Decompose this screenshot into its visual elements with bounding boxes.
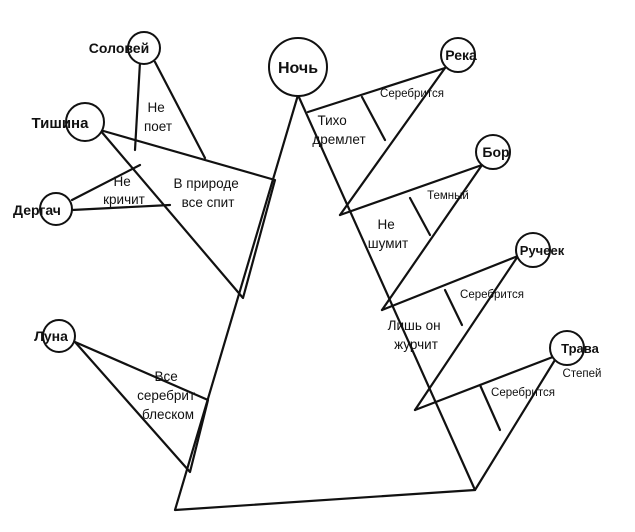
- branch-dergach-top: [70, 163, 142, 202]
- label-ne-krichit: Не кричит: [103, 174, 145, 207]
- node-bor-circle: [475, 134, 511, 170]
- branch-dergach-bottom: [70, 203, 172, 212]
- label-temny: Темный: [427, 190, 469, 202]
- node-luna-circle: [42, 319, 76, 353]
- node-luna: Луна: [34, 328, 68, 344]
- node-tishina: Тишина: [32, 115, 90, 132]
- branch-solovey-left: [133, 60, 142, 152]
- branch-ruchey-tick: [443, 288, 464, 327]
- branch-trava-side: [473, 353, 560, 492]
- label-ne-shumit: Не шумит: [368, 217, 408, 251]
- branch-ruchey-main: [380, 254, 520, 312]
- label-serebritsya-trava: Серебрится: [491, 387, 555, 399]
- label-stepey: Степей: [563, 368, 602, 380]
- node-solovey-circle: [127, 31, 161, 65]
- node-tishina-circle: [65, 102, 105, 142]
- node-trava: Трава: [561, 341, 599, 356]
- node-ruchey-circle: [515, 232, 551, 268]
- branch-reka-side: [338, 66, 447, 217]
- node-reka: Река: [445, 47, 477, 63]
- label-vse-serebrit: Все серебрит блеском: [137, 369, 199, 422]
- node-dergach-circle: [39, 192, 73, 226]
- branch-solovey-right: [153, 60, 207, 160]
- node-trava-circle: [549, 330, 585, 366]
- branch-tishina: [98, 128, 277, 300]
- label-tikho-dremlet: Тихо дремлет: [312, 113, 365, 147]
- node-ruchey: Ручеек: [520, 243, 565, 258]
- label-serebritsya-reka: Серебрится: [380, 88, 444, 100]
- branch-ruchey-side: [413, 254, 520, 412]
- node-noch: Ночь: [278, 60, 318, 77]
- label-serebritsya-ruchey: Серебрится: [460, 289, 524, 301]
- node-noch-circle: [268, 37, 328, 97]
- label-ne-poet: Не поет: [144, 100, 172, 134]
- branch-bor-main: [338, 163, 484, 217]
- label-v-prirode: В природе все спит: [174, 176, 243, 210]
- branch-bor-side: [380, 163, 484, 312]
- branch-trava-tick: [478, 383, 502, 432]
- branch-luna: [73, 340, 210, 474]
- node-bor: Бор: [482, 144, 509, 160]
- node-reka-circle: [440, 37, 476, 73]
- node-solovey: Соловей: [89, 40, 149, 56]
- branch-trava-main: [413, 353, 560, 412]
- branch-reka-main: [306, 66, 447, 114]
- node-dergach: Дергач: [13, 202, 61, 218]
- main-triangle: [173, 93, 477, 512]
- branch-reka-tick: [360, 95, 387, 142]
- label-lish-on: Лишь он журчит: [388, 318, 445, 352]
- branch-bor-tick: [408, 196, 432, 237]
